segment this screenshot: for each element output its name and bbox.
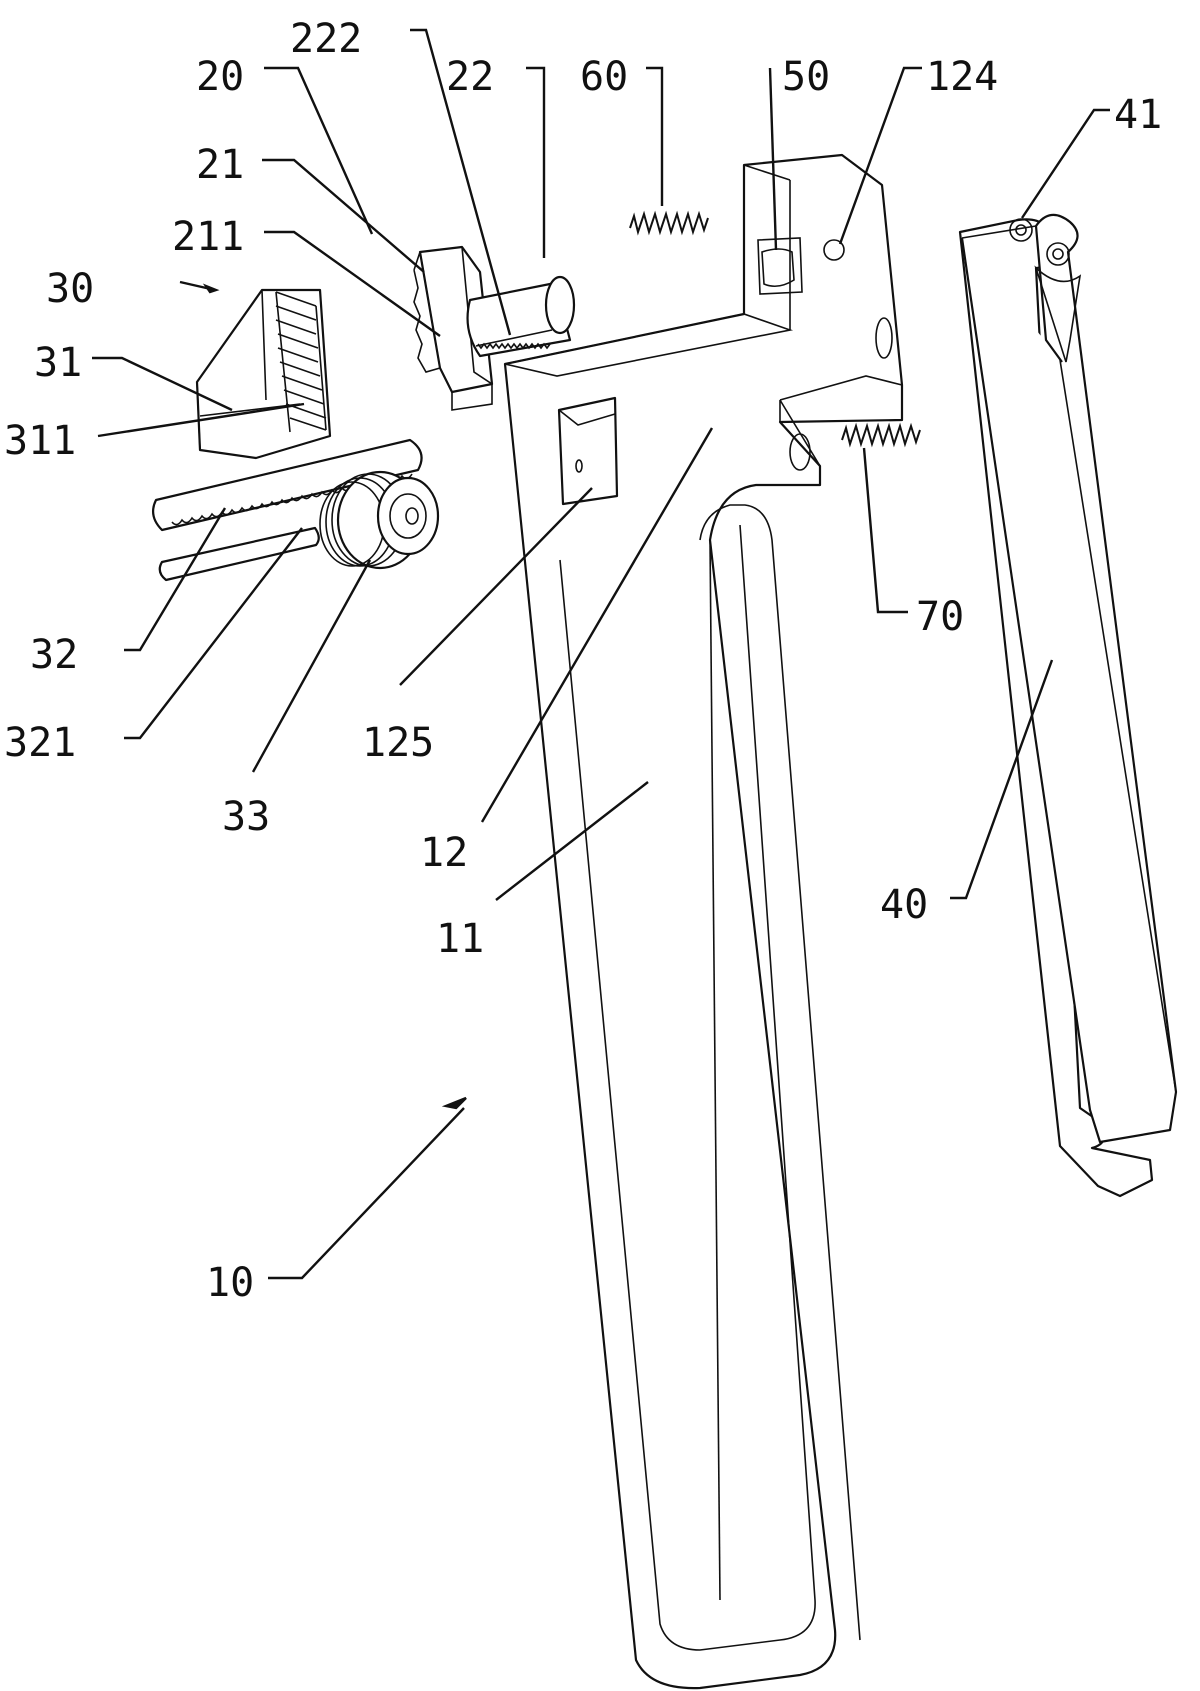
label-31: 31 bbox=[34, 340, 82, 386]
spring-70 bbox=[841, 422, 921, 448]
label-222: 222 bbox=[290, 16, 362, 62]
label-41: 41 bbox=[1114, 92, 1162, 138]
worm-rod-32 bbox=[151, 438, 423, 582]
worm-wheel-33 bbox=[319, 470, 440, 570]
spring-60 bbox=[629, 210, 709, 236]
label-32: 32 bbox=[30, 632, 78, 678]
label-124: 124 bbox=[926, 54, 998, 100]
leader-lines bbox=[92, 28, 1110, 1280]
label-12: 12 bbox=[420, 830, 468, 876]
label-125: 125 bbox=[362, 720, 434, 766]
label-60: 60 bbox=[580, 54, 628, 100]
label-11: 11 bbox=[436, 916, 484, 962]
label-321: 321 bbox=[4, 720, 76, 766]
label-40: 40 bbox=[880, 882, 928, 928]
label-30: 30 bbox=[46, 266, 94, 312]
label-10: 10 bbox=[206, 1260, 254, 1306]
jaw-31 bbox=[195, 288, 332, 460]
label-22: 22 bbox=[446, 54, 494, 100]
label-70: 70 bbox=[916, 594, 964, 640]
label-311: 311 bbox=[4, 418, 76, 464]
label-20: 20 bbox=[196, 54, 244, 100]
label-21: 21 bbox=[196, 142, 244, 188]
label-33: 33 bbox=[222, 794, 270, 840]
label-211: 211 bbox=[172, 214, 244, 260]
jaw-20 bbox=[413, 245, 494, 411]
reference-labels: 222 20 22 60 50 124 41 21 211 30 31 311 … bbox=[4, 16, 1162, 1306]
main-body-10 bbox=[503, 153, 904, 1690]
cylinder-22 bbox=[466, 275, 576, 358]
lever-40 bbox=[958, 213, 1178, 1198]
label-50: 50 bbox=[782, 54, 830, 100]
